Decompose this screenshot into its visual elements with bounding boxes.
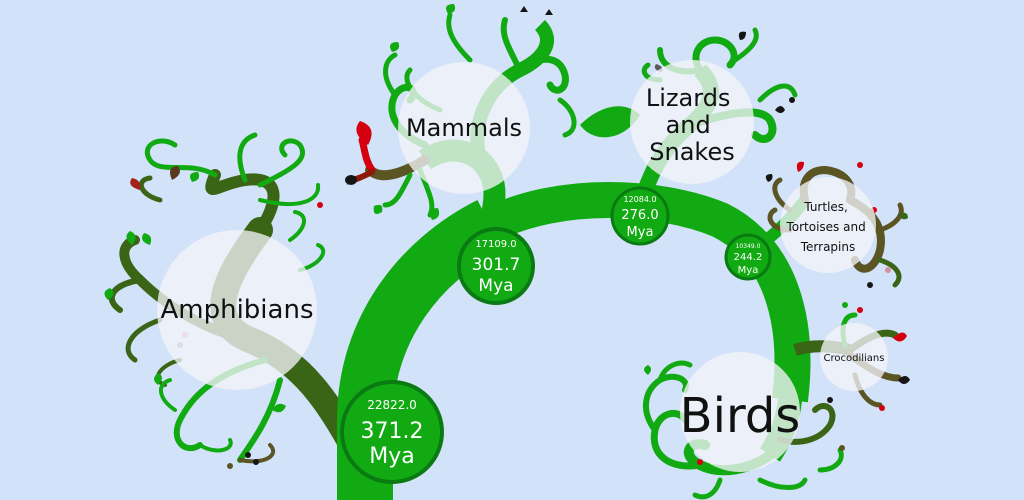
clade-label-crocodilians[interactable]: Crocodilians (820, 323, 888, 391)
mammals-label: Mammals (406, 114, 522, 142)
clade-label-mammals[interactable]: Mammals (398, 62, 530, 194)
node-archelosauria-unit: Mya (738, 265, 759, 276)
node-sauria[interactable]: 12084.0 276.0 Mya (610, 186, 670, 246)
leaf-brown (170, 166, 180, 180)
mammals-label-circle[interactable] (398, 62, 530, 194)
turtles-label-line2: Tortoises and (785, 220, 865, 234)
crocodilians-label: Crocodilians (824, 353, 885, 364)
node-root-unit: Mya (369, 444, 414, 469)
node-amniota-count: 17109.0 (475, 239, 516, 250)
node-sauria-ring[interactable] (610, 186, 670, 246)
birds-label-circle[interactable] (680, 352, 800, 472)
leaf-large (580, 106, 640, 138)
turtles-label-circle[interactable] (780, 177, 876, 273)
amphibians-branch-bottom (237, 377, 283, 463)
turtles-label: Turtles, Tortoises and Terrapins (785, 200, 869, 254)
node-amniota[interactable]: 17109.0 301.7 Mya (457, 227, 535, 305)
crocodilians-label-circle[interactable] (820, 323, 888, 391)
leaf-red (356, 121, 372, 145)
node-amniota-ring[interactable] (457, 227, 535, 305)
clade-label-birds[interactable]: Birds (680, 352, 801, 472)
node-root-count: 22822.0 (367, 398, 417, 412)
node-sauria-unit: Mya (627, 225, 654, 240)
mammals-leaves (345, 4, 553, 220)
lizards-label-line3: Snakes (649, 138, 734, 166)
amphibians-leaves (104, 166, 323, 469)
crocodilians-leaves (842, 302, 910, 411)
clade-label-lizards[interactable]: Lizards and Snakes (630, 60, 754, 184)
lizards-label-line2: and (666, 111, 711, 139)
birds-leaves (644, 365, 845, 465)
node-root-age: 371.2 (361, 419, 424, 444)
clade-label-turtles[interactable]: Turtles, Tortoises and Terrapins (780, 177, 876, 273)
node-archelosauria[interactable]: 10349.0 244.2 Mya (724, 233, 772, 281)
node-amniota-age: 301.7 (472, 255, 521, 275)
node-root[interactable]: 22822.0 371.2 Mya (340, 380, 444, 484)
amphibians-label-circle[interactable] (157, 230, 317, 390)
lizards-label-line1: Lizards (646, 84, 731, 112)
node-root-ring[interactable] (340, 380, 444, 484)
amphibians-label: Amphibians (160, 295, 313, 325)
birds-label: Birds (680, 388, 801, 444)
turtles-label-line1: Turtles, (803, 200, 848, 214)
lizards-label-circle[interactable] (630, 60, 754, 184)
node-archelosauria-count: 10349.0 (736, 243, 761, 250)
turtles-label-line3: Terrapins (800, 240, 856, 254)
clade-label-amphibians[interactable]: Amphibians (157, 230, 317, 390)
node-archelosauria-age: 244.2 (734, 252, 763, 263)
leaf-red (130, 178, 141, 190)
trunk-arc (481, 182, 811, 403)
node-amniota-unit: Mya (478, 276, 513, 296)
lizards-leaves (654, 31, 795, 113)
node-sauria-count: 12084.0 (623, 195, 656, 204)
node-sauria-age: 276.0 (621, 208, 658, 223)
node-archelosauria-ring[interactable] (724, 233, 772, 281)
lizards-label: Lizards and Snakes (646, 84, 738, 166)
